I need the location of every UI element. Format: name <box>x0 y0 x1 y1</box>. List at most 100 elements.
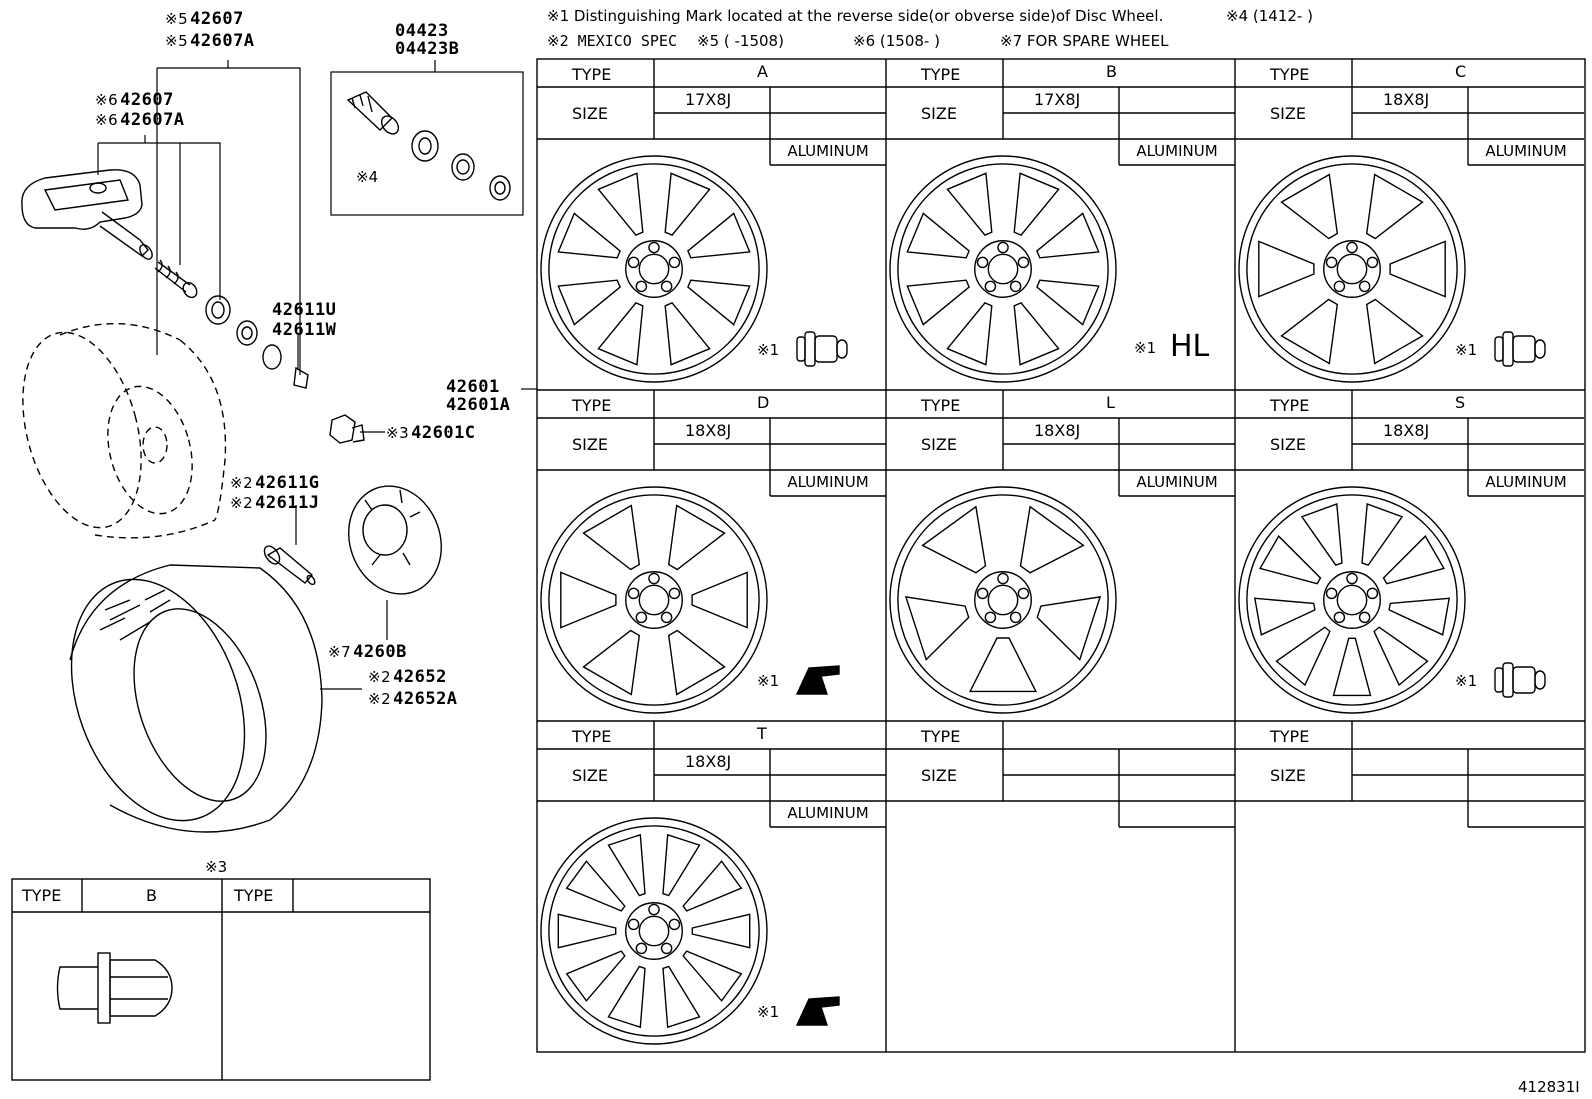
wheel-drawing <box>540 817 768 1045</box>
distinguishing-mark-valve <box>1494 331 1546 367</box>
tire-drawing <box>69 564 323 833</box>
cell-size-value: 17X8J <box>685 90 732 109</box>
cell-type-label: TYPE <box>1270 65 1310 84</box>
cell-mark-symbol: ※1 <box>1455 341 1478 359</box>
note-line-2c: ※6 (1508- ) <box>853 32 940 50</box>
figure-id: 412831I <box>1518 1078 1580 1096</box>
note-line-2d: ※7 FOR SPARE WHEEL <box>1000 32 1169 50</box>
cell-type-label: TYPE <box>1270 396 1310 415</box>
cell-size-label: SIZE <box>572 104 608 123</box>
cell-type-label: TYPE <box>572 65 612 84</box>
cell-mark-symbol: ※1 <box>1455 672 1478 690</box>
cell-type-label: TYPE <box>572 727 612 746</box>
distinguishing-mark-valve <box>1494 662 1546 698</box>
cell-size-label: SIZE <box>921 435 957 454</box>
cell-size-value: 18X8J <box>685 421 732 440</box>
cell-type-value: L <box>1106 393 1115 412</box>
part-04423: 04423 <box>395 21 449 41</box>
cell-size-label: SIZE <box>1270 435 1306 454</box>
nut-table-type-value: B <box>146 886 157 905</box>
cell-mark-symbol: ※1 <box>757 341 780 359</box>
wheel-drawing <box>540 155 768 383</box>
cell-material: ALUMINUM <box>1485 142 1567 160</box>
cell-mark-symbol: ※1 <box>757 672 780 690</box>
nut-table-type-label: TYPE <box>22 886 62 905</box>
cell-size-value: 18X8J <box>685 752 732 771</box>
hub-cap-drawing <box>348 485 442 595</box>
note-line-2a: ※2 MEXICO SPEC <box>547 32 677 50</box>
cell-type-value: D <box>757 393 770 412</box>
cell-material: ALUMINUM <box>787 142 869 160</box>
distinguishing-mark-bracket <box>795 996 840 1026</box>
cell-material: ALUMINUM <box>787 804 869 822</box>
wheel-drawing <box>1238 486 1466 714</box>
cell-mark-symbol: ※1 <box>1134 339 1157 357</box>
cell-size-label: SIZE <box>921 766 957 785</box>
cell-size-value: 18X8J <box>1383 90 1430 109</box>
cell-mark-symbol: ※1 <box>757 1003 780 1021</box>
nut-table-title: ※3 <box>205 858 228 876</box>
nut-table-type-label-2: TYPE <box>234 886 274 905</box>
part-42611u: 42611U <box>272 300 337 320</box>
cell-size-value: 18X8J <box>1034 421 1081 440</box>
cell-type-value: A <box>757 62 768 81</box>
spare-tire-drawing <box>22 323 227 539</box>
cell-type-value: S <box>1455 393 1466 412</box>
cell-material: ALUMINUM <box>787 473 869 491</box>
cell-type-label: TYPE <box>921 727 961 746</box>
cell-material: ALUMINUM <box>1136 142 1218 160</box>
wheel-drawing <box>889 486 1117 714</box>
cell-size-label: SIZE <box>572 435 608 454</box>
cell-type-value: T <box>757 724 767 743</box>
note-line-2b: ※5 ( -1508) <box>697 32 784 50</box>
nut-table-nut-drawing <box>56 952 173 1024</box>
wheels <box>540 155 1546 1045</box>
distinguishing-mark-bracket <box>795 665 840 695</box>
cell-type-label: TYPE <box>572 396 612 415</box>
valve-stem-drawing <box>263 545 316 586</box>
cell-material: ALUMINUM <box>1136 473 1218 491</box>
cell-type-label: TYPE <box>1270 727 1310 746</box>
cell-size-value: 18X8J <box>1383 421 1430 440</box>
wheel-table-grid <box>536 58 1586 1053</box>
distinguishing-mark-valve <box>796 331 848 367</box>
wheel-drawing <box>1238 155 1466 383</box>
note-line-1: ※1 Distinguishing Mark located at the re… <box>547 7 1164 25</box>
part-42601a: 42601A <box>446 395 511 415</box>
cell-type-label: TYPE <box>921 396 961 415</box>
cell-size-value: 17X8J <box>1034 90 1081 109</box>
cell-size-label: SIZE <box>1270 766 1306 785</box>
wheel-drawing <box>540 486 768 714</box>
part-42601: 42601 <box>446 377 500 397</box>
cell-mark-hl: HL <box>1170 329 1210 364</box>
part-04423b: 04423B <box>395 39 460 59</box>
cell-type-label: TYPE <box>921 65 961 84</box>
nut-table-grid <box>11 878 431 1081</box>
cell-type-value: C <box>1455 62 1467 81</box>
lug-nut-drawing <box>329 414 365 444</box>
cell-size-label: SIZE <box>1270 104 1306 123</box>
leader-lines <box>97 60 537 690</box>
part-42611w: 42611W <box>272 320 337 340</box>
cell-material: ALUMINUM <box>1485 473 1567 491</box>
cell-size-label: SIZE <box>572 766 608 785</box>
wheel-drawing <box>889 155 1117 383</box>
note-line-1b: ※4 (1412- ) <box>1226 7 1313 25</box>
mark-4: ※4 <box>356 168 379 186</box>
tpms-sensor-drawing <box>21 169 309 389</box>
cell-grids <box>537 59 1584 828</box>
cell-type-value: B <box>1106 62 1117 81</box>
valve-kit-drawing <box>346 91 511 201</box>
cell-size-label: SIZE <box>921 104 957 123</box>
